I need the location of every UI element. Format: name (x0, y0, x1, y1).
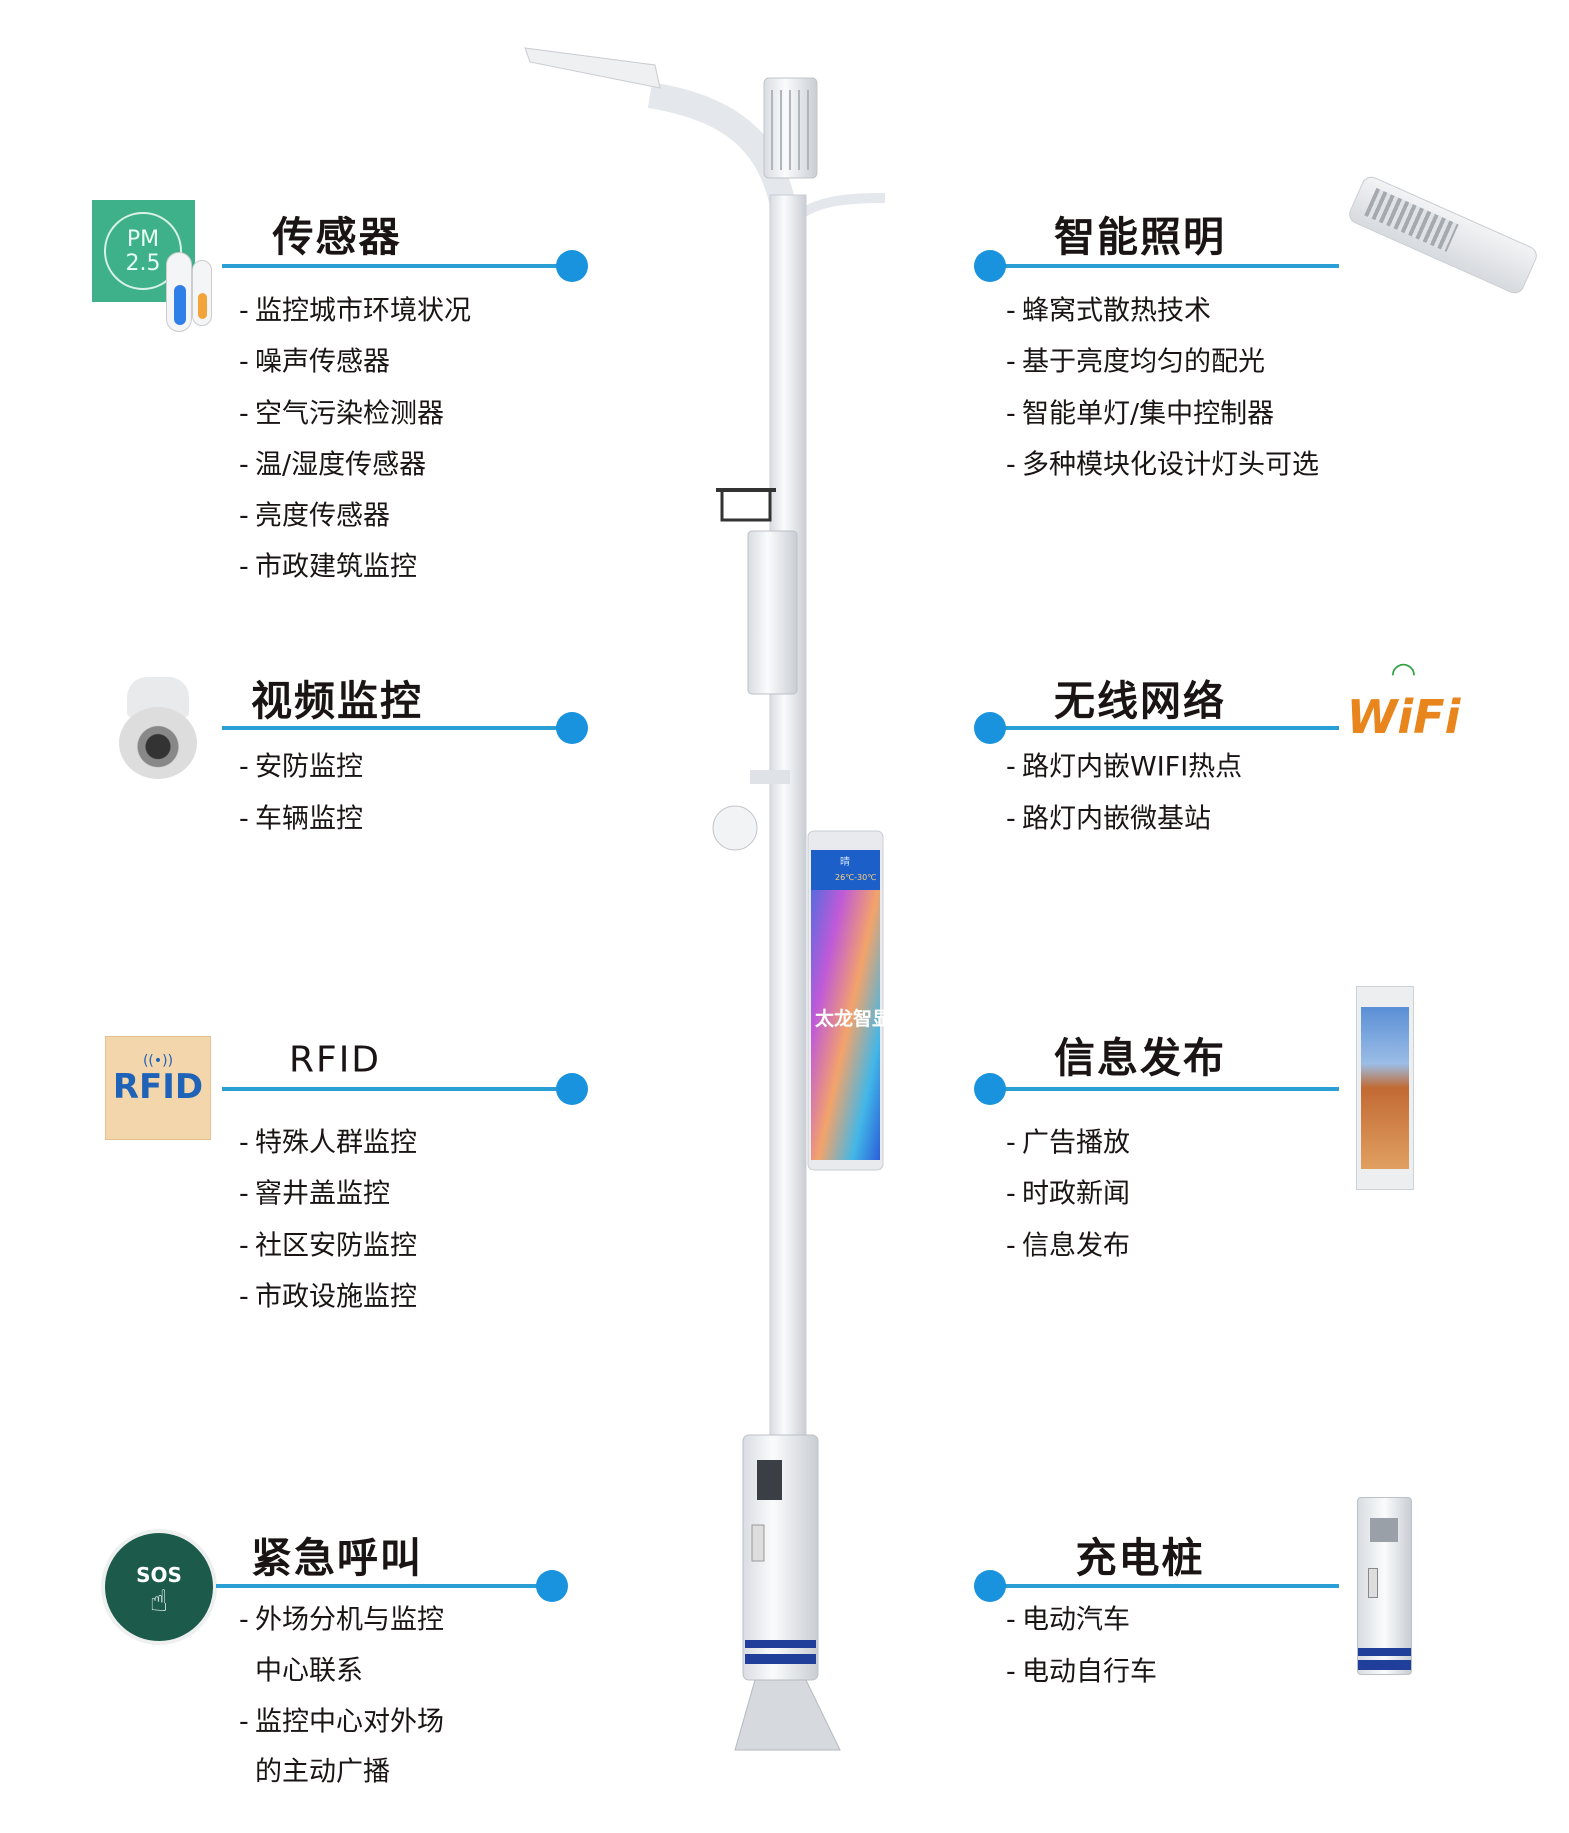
connector-dot (556, 1073, 588, 1105)
pole-shaft (769, 194, 807, 1441)
section-title: 充电桩 (1075, 1534, 1205, 1582)
rfid-icon-text: RFID (112, 1067, 204, 1107)
screen-temp: 26℃-30℃ (835, 873, 876, 882)
list-item-continuation: 中心联系 (255, 1655, 363, 1687)
screen-weather: 晴 (840, 855, 850, 868)
connector-line (990, 264, 1339, 268)
led-screen: 晴 26℃-30℃ 太龙智显 (807, 830, 891, 1171)
pm-value: 2.5 (125, 251, 161, 276)
dome-camera-on-pole (712, 770, 790, 851)
rfid-icon: ((•)) RFID (105, 1036, 211, 1140)
list-item: -外场分机与监控 (239, 1604, 444, 1636)
section-title: 紧急呼叫 (251, 1534, 423, 1582)
connector-line (216, 1584, 552, 1588)
section-title: RFID (288, 1039, 382, 1081)
list-item: -蜂窝式散热技术 (1006, 295, 1211, 327)
sos-button-icon: SOS ☝ (101, 1529, 217, 1645)
list-item: -电动自行车 (1006, 1656, 1157, 1688)
connector-dot (974, 250, 1006, 282)
list-item-continuation: 的主动广播 (255, 1756, 390, 1788)
display-screen-icon (1356, 986, 1414, 1190)
connector-dot (974, 712, 1006, 744)
list-item: -特殊人群监控 (239, 1127, 417, 1159)
sensor-cylinder (763, 77, 818, 179)
charging-base (734, 1434, 841, 1751)
list-item: -空气污染检测器 (239, 398, 444, 430)
list-item: -电动汽车 (1006, 1604, 1130, 1636)
list-item: -车辆监控 (239, 803, 363, 835)
list-item: -多种模块化设计灯头可选 (1006, 449, 1319, 481)
list-item: -时政新闻 (1006, 1178, 1130, 1210)
connector-line (222, 726, 572, 730)
list-item: -信息发布 (1006, 1230, 1130, 1262)
list-item: -社区安防监控 (239, 1230, 417, 1262)
weather-station (716, 488, 776, 522)
section-title: 智能照明 (1054, 213, 1226, 261)
list-item: -安防监控 (239, 751, 363, 783)
list-item: -基于亮度均匀的配光 (1006, 346, 1265, 378)
list-item: -路灯内嵌WIFI热点 (1006, 751, 1243, 783)
connector-dot (974, 1073, 1006, 1105)
list-item: -窨井盖监控 (239, 1178, 390, 1210)
list-item: -监控中心对外场 (239, 1706, 444, 1738)
list-item: -市政建筑监控 (239, 551, 417, 583)
gateway-box (747, 530, 798, 695)
dome-camera-icon (117, 677, 198, 782)
connector-line (990, 726, 1339, 730)
section-title: 视频监控 (251, 677, 423, 725)
list-item: -智能单灯/集中控制器 (1006, 398, 1275, 430)
connector-dot (974, 1570, 1006, 1602)
wifi-icon: ◠ WiFi (1342, 659, 1465, 764)
list-item: -噪声传感器 (239, 346, 390, 378)
connector-dot (556, 250, 588, 282)
connector-line (990, 1087, 1339, 1091)
connector-line (222, 1087, 572, 1091)
list-item: -市政设施监控 (239, 1281, 417, 1313)
connector-line (222, 264, 572, 268)
list-item: -广告播放 (1006, 1127, 1130, 1159)
sos-icon-text: SOS (136, 1563, 182, 1587)
connector-dot (556, 712, 588, 744)
section-title: 无线网络 (1054, 677, 1226, 725)
lamp-arm (524, 47, 886, 261)
section-title: 信息发布 (1054, 1034, 1226, 1082)
list-item: -路灯内嵌微基站 (1006, 803, 1211, 835)
charging-pile-icon (1357, 1497, 1412, 1675)
list-item: -监控城市环境状况 (239, 295, 471, 327)
screen-brand: 太龙智显 (815, 1007, 891, 1030)
pm-label: PM (126, 227, 160, 252)
wifi-icon-text: WiFi (1346, 690, 1461, 744)
section-title: 传感器 (272, 213, 402, 261)
connector-dot (536, 1570, 568, 1602)
connector-line (990, 1584, 1339, 1588)
list-item: -亮度传感器 (239, 500, 390, 532)
list-item: -温/湿度传感器 (239, 449, 427, 481)
